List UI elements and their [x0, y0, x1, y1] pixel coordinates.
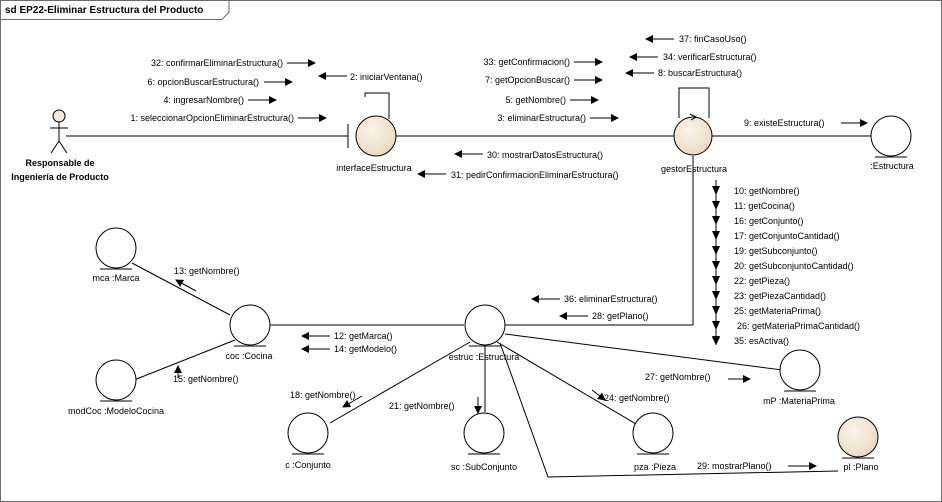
msg-37: 37: finCasoUso() [679, 34, 747, 44]
gestor-label: gestorEstructura [661, 164, 727, 174]
msg-19: 19: getSubconjunto() [734, 246, 818, 256]
object-coc-cocina[interactable] [229, 304, 271, 347]
msg-24: 24: getNombre() [604, 393, 670, 403]
arrow-18 [342, 395, 363, 408]
msg-32: 32: confirmarEliminarEstructura() [151, 58, 283, 68]
msg-18: 18: getNombre() [290, 390, 356, 400]
object-estruc-estructura[interactable] [464, 304, 506, 347]
object-interface-estructura[interactable] [347, 115, 397, 157]
msg-12: 12: getMarca() [334, 331, 393, 341]
object-gestor-estructura[interactable] [673, 113, 713, 156]
msg-11: 11: getCocina() [734, 201, 795, 211]
frame-title: sd EP22-Eliminar Estructura del Producto [5, 5, 203, 16]
arrow-24 [591, 389, 606, 401]
plano-label: pl :Plano [843, 462, 878, 472]
msg-3: 3: eliminarEstructura() [497, 113, 586, 123]
link-estruc-conjunto [329, 341, 471, 424]
msg-17: 17: getConjuntoCantidad() [734, 231, 840, 241]
link-gestor-estruc [490, 156, 694, 326]
msg-20: 20: getSubconjuntoCantidad() [734, 261, 854, 271]
msg-2: 2: iniciarVentana() [350, 72, 423, 82]
object-sc-subconjunto[interactable] [463, 412, 505, 455]
msg-28: 28: getPlano() [592, 311, 649, 321]
msg-35: 35: esActiva() [734, 336, 789, 346]
links [66, 87, 871, 478]
materia-label: mP :MateriaPrima [763, 396, 835, 406]
object-c-conjunto[interactable] [287, 412, 329, 455]
mca-label: mca :Marca [92, 273, 139, 283]
msg-13: 13: getNombre() [174, 266, 240, 276]
frame-tab [0, 0, 230, 20]
msg-36: 36: eliminarEstructura() [564, 294, 658, 304]
msg-6: 6: opcionBuscarEstructura() [147, 77, 259, 87]
msg-5: 5: getNombre() [505, 95, 566, 105]
arrow-13 [175, 279, 197, 292]
msg-34: 34: verificarEstructura() [663, 52, 757, 62]
msg-31: 31: pedirConfirmacionEliminarEstructura(… [451, 170, 619, 180]
self-link-gestor [678, 87, 710, 118]
msg-14: 14: getModelo() [334, 344, 397, 354]
msg-33: 33: getConfirmacion() [483, 57, 570, 67]
msg-23: 23: getPiezaCantidad() [734, 291, 826, 301]
msg-25: 25: getMateriaPrima() [734, 306, 821, 316]
link-coc-modcoc [133, 339, 236, 381]
msg-21: 21: getNombre() [389, 401, 455, 411]
msg-8: 8: buscarEstructura() [658, 68, 742, 78]
object-estructura[interactable] [870, 115, 912, 158]
estructura-label: :Estructura [870, 161, 914, 171]
link-estruc-pieza [496, 341, 637, 425]
estruc-label: estruc :Estructura [449, 352, 520, 362]
msg-9: 9: existeEstructura() [744, 118, 825, 128]
msg-27: 27: getNombre() [645, 372, 711, 382]
interface-label: interfaceEstructura [336, 163, 412, 173]
modcoc-label: modCoc :ModeloCocina [68, 406, 164, 416]
link-estruc-materia [504, 333, 783, 371]
actor-label-line1: Responsable de [25, 158, 94, 168]
subconjunto-label: sc :SubConjunto [451, 462, 517, 472]
link-coc-mca [131, 262, 231, 316]
pieza-label: pza :Pieza [634, 462, 676, 472]
actor-head [52, 109, 66, 123]
coc-label: coc :Cocina [225, 351, 272, 361]
actor-label-line2: Ingeniería de Producto [11, 172, 109, 182]
object-pl-plano[interactable] [837, 416, 879, 459]
msg-30: 30: mostrarDatosEstructura() [487, 150, 603, 160]
object-pza-pieza[interactable] [632, 412, 674, 455]
object-modcoc-modelococina[interactable] [95, 359, 137, 402]
object-mca-marca[interactable] [95, 227, 137, 270]
msg-10: 10: getNombre() [734, 186, 800, 196]
msg-4: 4: ingresarNombre() [163, 95, 244, 105]
msg-16: 16: getConjunto() [734, 216, 804, 226]
msg-1: 1: seleccionarOpcionEliminarEstructura() [130, 113, 294, 123]
message-labels: 32: confirmarEliminarEstructura() 6: opc… [130, 34, 860, 471]
conjunto-label: c :Conjunto [285, 460, 331, 470]
msg-22: 22: getPieza() [734, 276, 790, 286]
msg-29: 29: mostrarPlano() [697, 461, 772, 471]
msg-15: 15: getNombre() [173, 374, 239, 384]
link-estruc-plano [499, 342, 839, 478]
self-link-interface [364, 92, 390, 119]
object-mp-materiaprima[interactable] [779, 349, 821, 392]
msg-7: 7: getOpcionBuscar() [485, 75, 570, 85]
msg-26: 26: getMateriaPrimaCantidad() [737, 321, 860, 331]
actor-responsable [50, 109, 68, 154]
